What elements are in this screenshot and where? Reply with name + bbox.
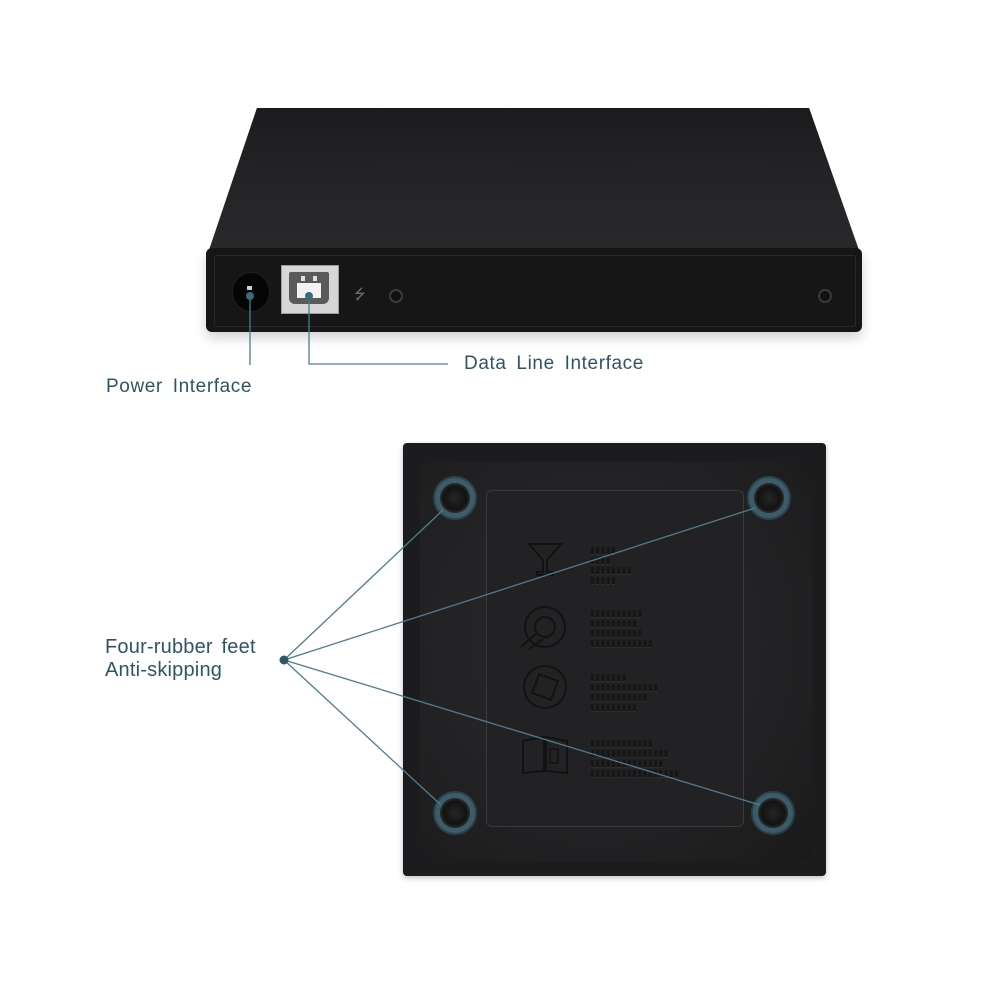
usb-b-port-pins — [301, 276, 317, 281]
rubber-feet-label-line1: Four-rubber feet — [105, 636, 256, 658]
drive-top-surface — [208, 108, 860, 253]
screw-icon — [389, 289, 403, 303]
embossed-text: ▮▮▮▮▮▮▮▮▮▮▮▮▮▮▮▮▮▮▮▮▮▮▮▮▮▮▮▮▮▮▮▮▮▮▮▮▮▮▮▮ — [590, 672, 659, 712]
rubber-foot-top-left — [440, 483, 470, 513]
rubber-foot-bottom-right — [758, 798, 788, 828]
embossed-text: ▮▮▮▮▮▮▮▮▮▮▮▮▮▮▮▮▮▮▮▮▮▮▮▮▮▮▮▮▮▮▮▮▮▮▮▮▮▮▮▮… — [590, 738, 680, 778]
power-jack — [232, 272, 270, 312]
no-touch-icon — [517, 603, 569, 655]
drive-rear-panel-inset — [214, 255, 856, 327]
rubber-foot-bottom-left — [440, 798, 470, 828]
embossed-text: ▮▮▮▮▮▮▮▮▮▮▮▮▮▮▮▮▮▮▮▮▮▮▮▮▮▮▮▮▮▮▮▮▮▮▮▮▮▮▮▮… — [590, 608, 654, 648]
drive-bottom-label-panel — [486, 490, 744, 827]
rubber-feet-label: Four-rubber feet Anti-skipping — [105, 636, 256, 682]
fragile-glass-icon — [525, 540, 565, 580]
power-interface-label: Power Interface — [106, 376, 253, 397]
usb-b-port-tongue — [297, 283, 321, 298]
power-jack-pin — [247, 286, 252, 290]
rubber-feet-label-line2: Anti-skipping — [105, 659, 223, 681]
screw-icon — [818, 289, 832, 303]
embossed-text: ▮▮▮▮▮▮▮▮▮▮▮▮▮▮▮▮▮▮▮▮▮▮ — [590, 545, 633, 585]
no-disassemble-icon — [521, 663, 569, 711]
read-manual-icon — [520, 735, 570, 775]
data-line-interface-label: Data Line Interface — [464, 353, 644, 374]
usb-symbol-icon: ⭍ — [354, 286, 366, 302]
rubber-foot-top-right — [754, 483, 784, 513]
